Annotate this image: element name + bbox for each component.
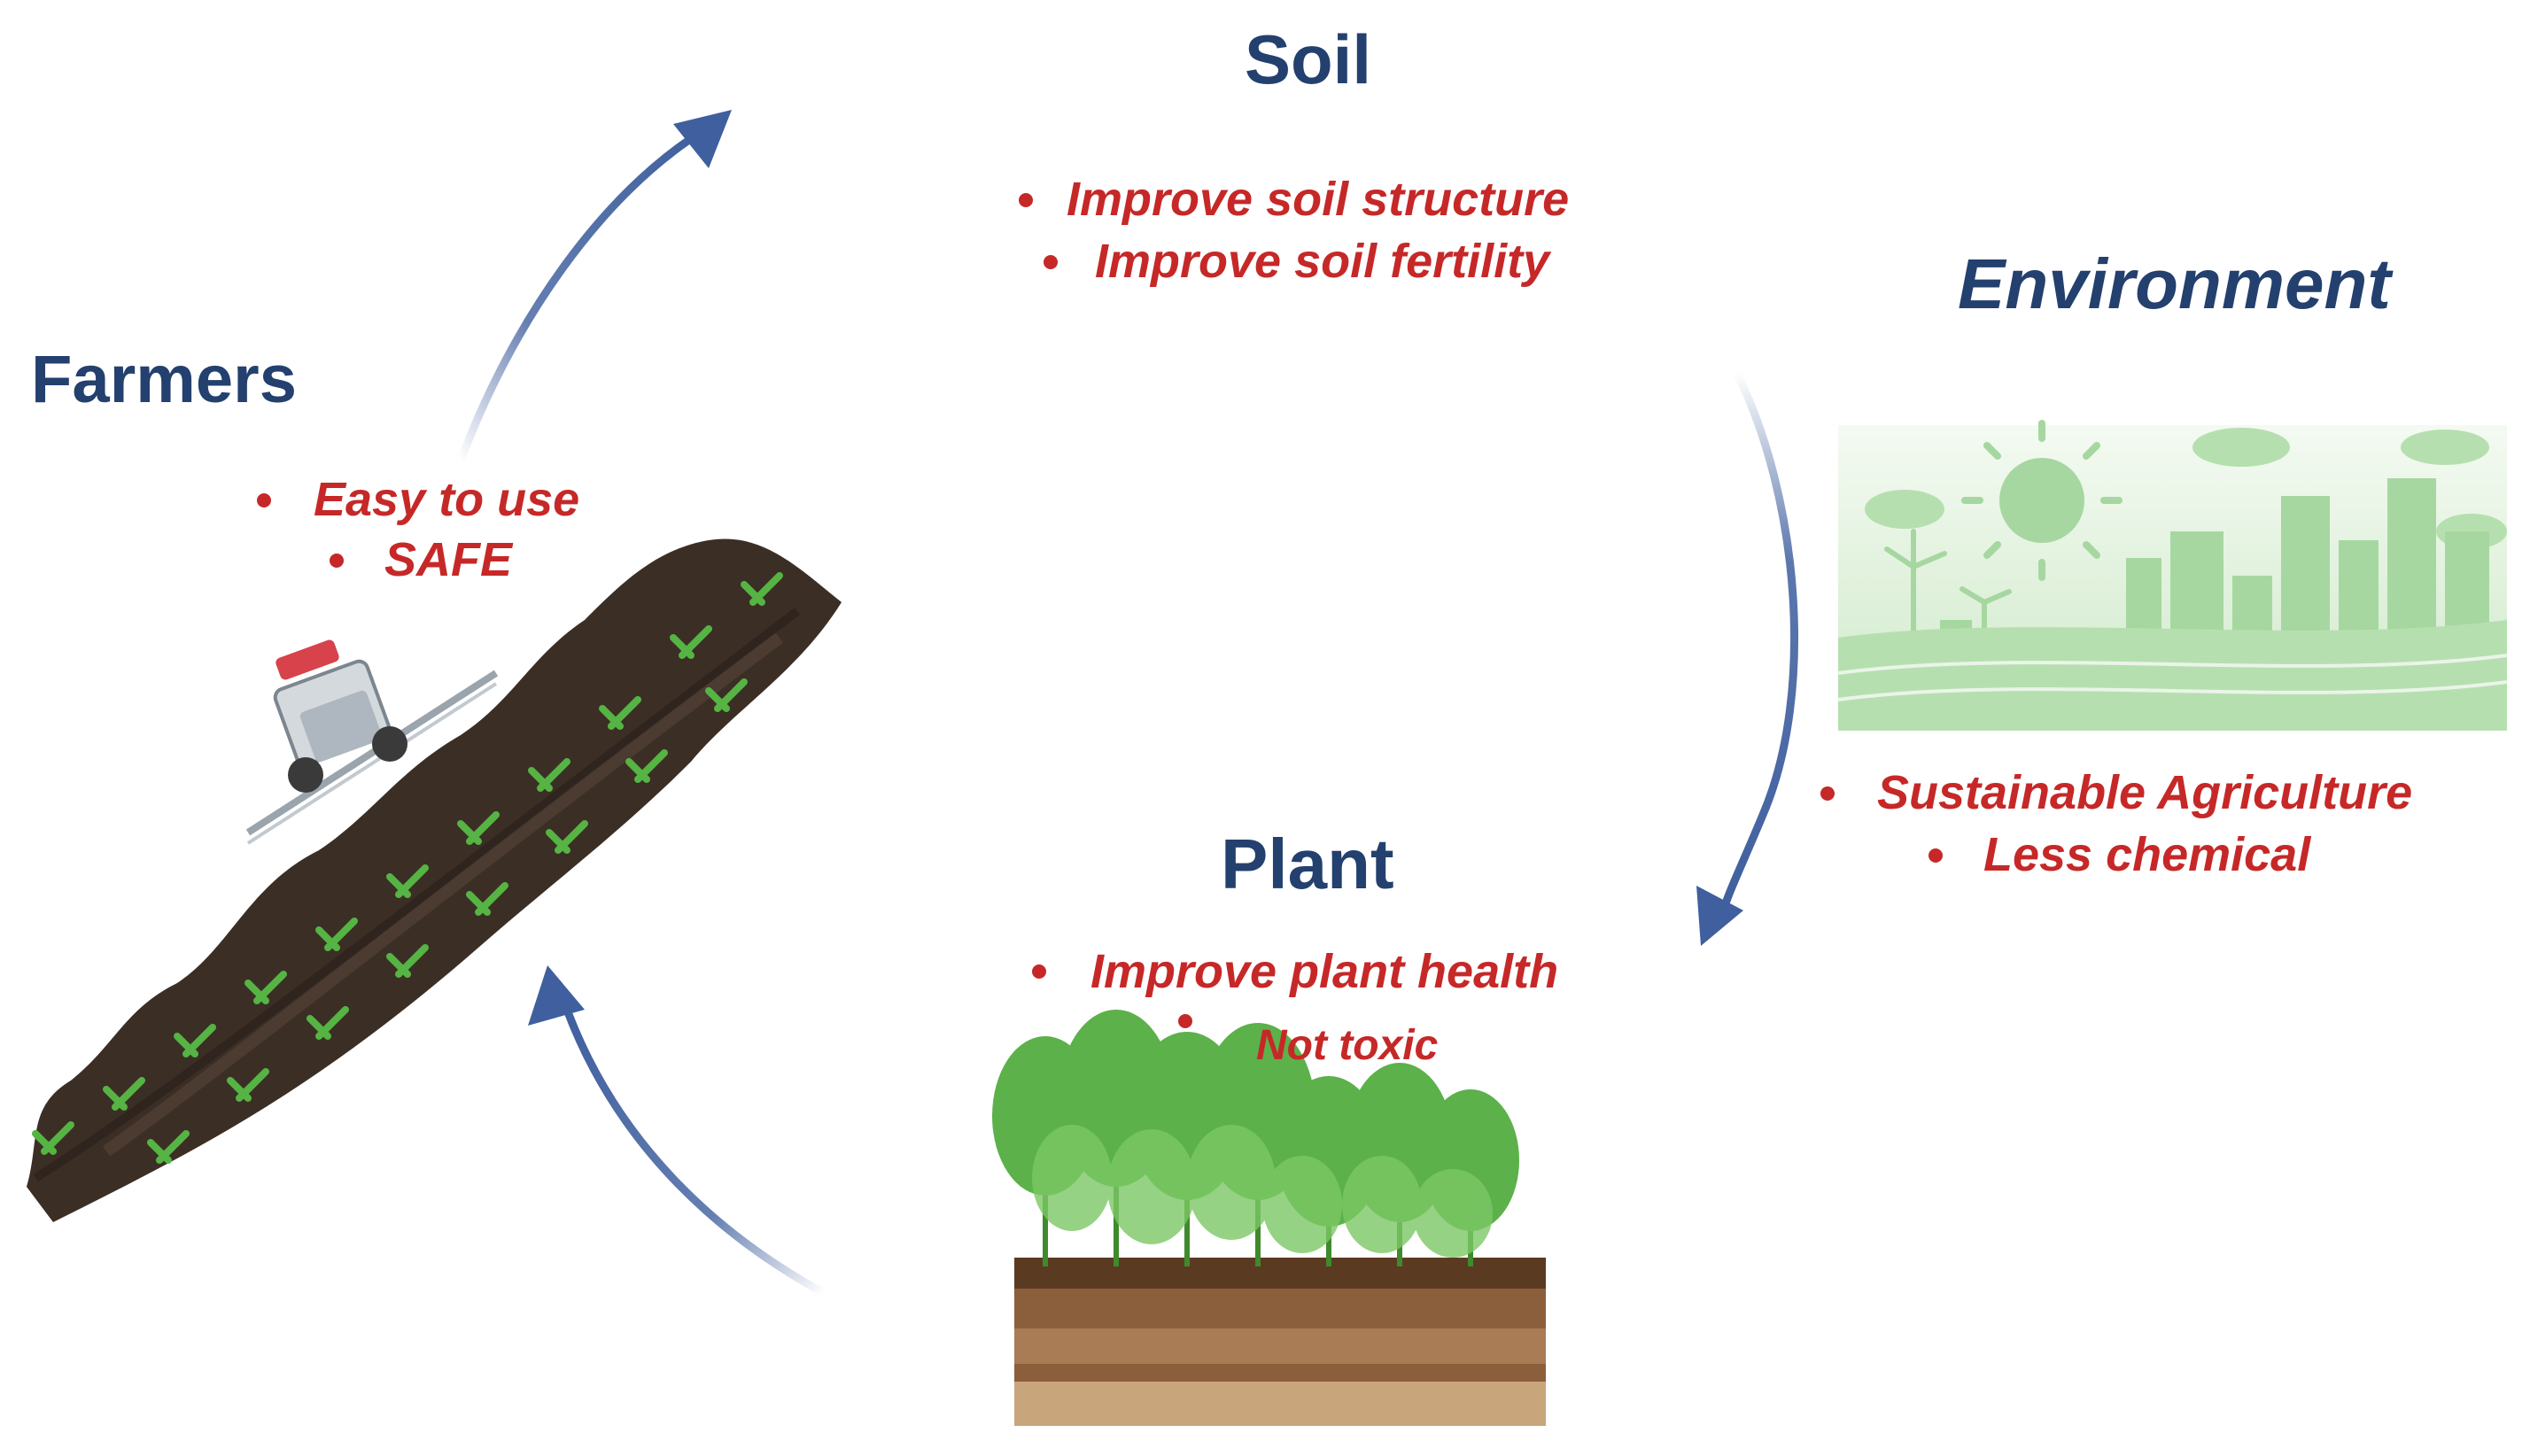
arrow-farmers-to-soil xyxy=(456,110,732,465)
arrow-plant-to-farmers xyxy=(528,965,828,1297)
environment-benefits-list: Sustainable Agriculture Less chemical xyxy=(1820,762,2412,886)
green-city-icon xyxy=(1837,420,2508,731)
list-item: Less chemical xyxy=(1820,824,2412,886)
list-item: Improve soil structure xyxy=(1019,168,1569,230)
plant-heading: Plant xyxy=(1221,825,1394,903)
crop-field-icon xyxy=(27,538,842,1222)
list-item-text: Less chemical xyxy=(1983,828,2311,881)
list-item: Improve plant health xyxy=(1032,934,1558,1009)
list-item-text: Not toxic xyxy=(1256,1022,1439,1069)
bullet-dot xyxy=(1044,255,1058,269)
environment-heading: Environment xyxy=(1958,244,2391,323)
bullet-dot xyxy=(330,554,344,568)
bullet-dot xyxy=(257,493,271,507)
tractor-sprayer-icon xyxy=(245,639,499,845)
list-item-text: Sustainable Agriculture xyxy=(1877,766,2413,819)
list-item: Easy to use xyxy=(257,469,579,530)
bullet-dot xyxy=(1820,786,1835,801)
arrow-environment-to-plant xyxy=(1696,368,1799,946)
list-item-text: Improve soil structure xyxy=(1067,173,1570,226)
bullet-dot xyxy=(1178,1014,1192,1028)
list-item: Not toxic xyxy=(1032,1009,1558,1083)
plant-soil-icon xyxy=(992,1010,1546,1426)
list-item-text: Improve soil fertility xyxy=(1095,235,1550,288)
list-item-text: Improve plant health xyxy=(1090,945,1559,998)
farmers-heading: Farmers xyxy=(31,342,297,417)
soil-heading: Soil xyxy=(1245,20,1372,98)
list-item-text: Easy to use xyxy=(314,473,580,526)
list-item: SAFE xyxy=(257,530,579,590)
plant-benefits-list: Improve plant health Not toxic xyxy=(1032,934,1558,1083)
soil-benefits-list: Improve soil structure Improve soil fert… xyxy=(1019,168,1569,292)
bullet-dot xyxy=(1929,848,1943,863)
list-item: Improve soil fertility xyxy=(1019,230,1569,292)
list-item-text: SAFE xyxy=(384,533,513,586)
bullet-dot xyxy=(1032,964,1046,979)
list-item: Sustainable Agriculture xyxy=(1820,762,2412,824)
farmers-benefits-list: Easy to use SAFE xyxy=(257,469,579,590)
bullet-dot xyxy=(1019,193,1033,207)
